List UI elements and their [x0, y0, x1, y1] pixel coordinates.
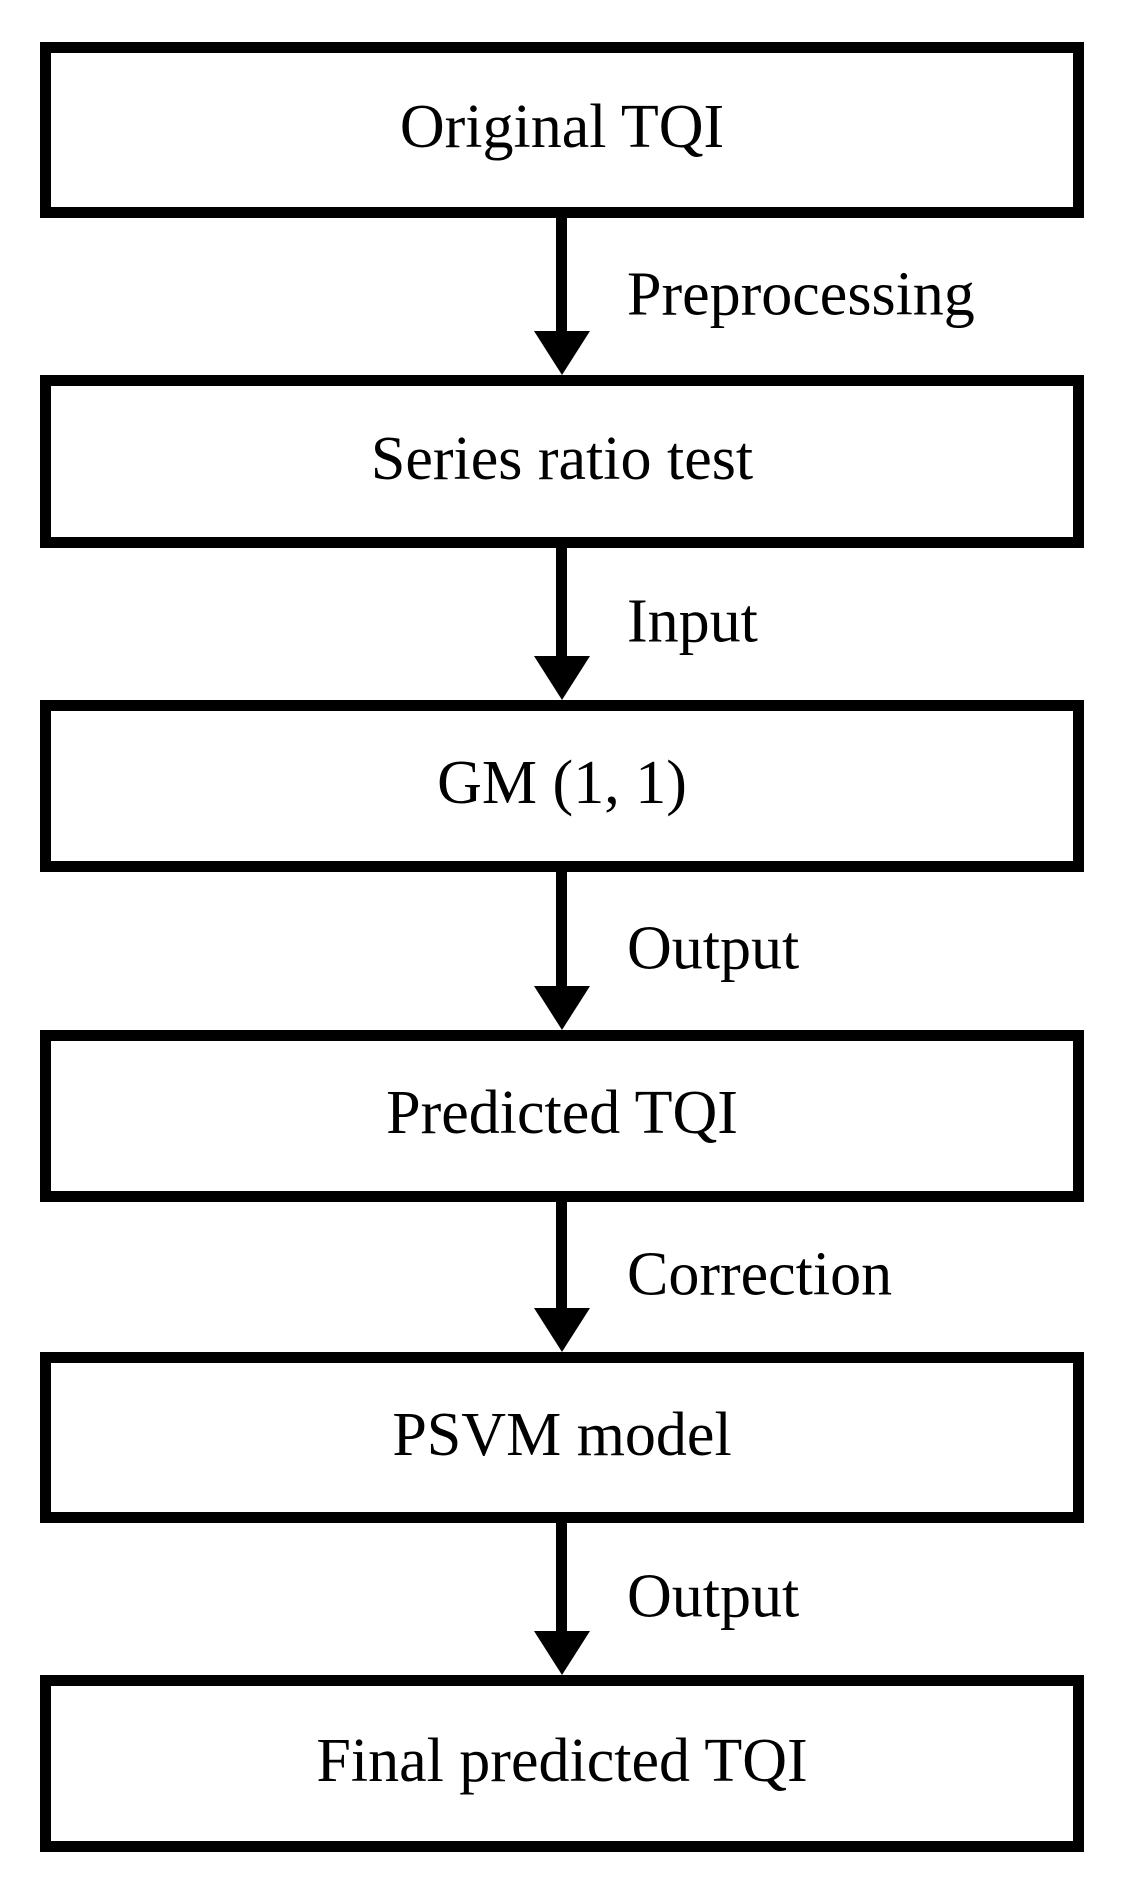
arrow-stem	[556, 1202, 567, 1312]
flow-node-predicted-tqi: Predicted TQI	[40, 1030, 1084, 1202]
node-label: Predicted TQI	[386, 1079, 738, 1147]
edge-label: Output	[627, 1562, 800, 1631]
arrow-stem	[556, 218, 567, 335]
flow-node-series-ratio-test: Series ratio test	[40, 375, 1084, 548]
flow-edge-correction: Correction	[0, 1202, 1124, 1352]
arrow-down-icon	[534, 1308, 590, 1352]
edge-label: Input	[627, 587, 758, 656]
node-label: Final predicted TQI	[316, 1726, 808, 1795]
flow-node-final-predicted-tqi: Final predicted TQI	[40, 1675, 1084, 1852]
arrow-down-icon	[534, 1631, 590, 1675]
arrow-down-icon	[534, 331, 590, 375]
flow-node-original-tqi: Original TQI	[40, 42, 1084, 218]
flow-edge-output-2: Output	[0, 1523, 1124, 1675]
node-label: PSVM model	[392, 1400, 732, 1469]
node-label: GM (1, 1)	[437, 749, 687, 817]
edge-label: Correction	[627, 1240, 893, 1309]
flow-edge-output-1: Output	[0, 872, 1124, 1030]
flow-node-gm-1-1: GM (1, 1)	[40, 700, 1084, 872]
flow-edge-preprocessing: Preprocessing	[0, 218, 1124, 375]
arrow-stem	[556, 872, 567, 990]
arrow-stem	[556, 1523, 567, 1635]
node-label: Original TQI	[399, 93, 725, 161]
flow-node-psvm-model: PSVM model	[40, 1352, 1084, 1523]
flow-edge-input: Input	[0, 548, 1124, 700]
arrow-down-icon	[534, 986, 590, 1030]
arrow-stem	[556, 548, 567, 660]
node-label: Series ratio test	[370, 424, 754, 493]
edge-label: Preprocessing	[627, 260, 975, 329]
arrow-down-icon	[534, 656, 590, 700]
edge-label: Output	[627, 914, 800, 983]
